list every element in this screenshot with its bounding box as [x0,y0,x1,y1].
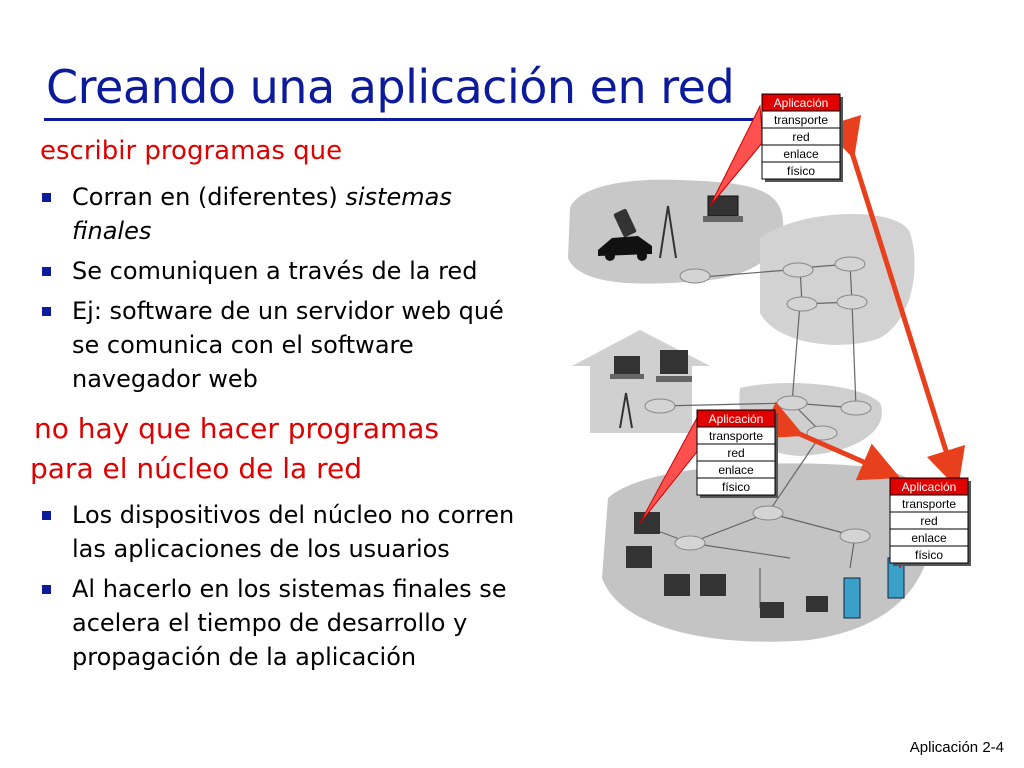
bullet-item: Ej: software de un servidor web qué se c… [40,294,520,396]
protocol-stack-right: Aplicación transporte red enlace físico [889,477,971,566]
stack-layer-box [696,477,776,496]
institutional-devices [626,512,905,619]
stack-layer-label: enlace [718,463,754,477]
connection-arrow [822,114,966,490]
stack-layer-label: físico [787,164,815,178]
page-title: Creando una aplicación en red [46,60,735,114]
laptop-icon [610,374,644,379]
router-icon [679,268,711,284]
bullet-text: Corran en (diferentes) [72,183,346,211]
desktop-computer-icon [660,350,688,374]
bullet-item: Se comuniquen a través de la red [40,254,520,288]
stack-layer-label: transporte [902,497,956,511]
home-devices [610,350,692,429]
stack-layer-label: enlace [783,147,819,161]
router-icon [836,294,868,310]
laptop-icon [614,356,640,374]
cell-tower-icon [659,205,677,259]
bullet-item: Corran en (diferentes) sistemas finales [40,180,520,248]
router-icon [786,296,818,312]
bullet-item: Los dispositivos del núcleo no corren la… [40,498,530,566]
desktop-computer-icon [626,546,652,568]
stack-layer-label: Aplicación [902,480,957,494]
stack-layer-box [889,545,969,564]
stack-layer-label: físico [722,480,750,494]
title-underline [44,118,756,121]
bullet-text: Ej: software de un servidor web qué se c… [72,297,504,393]
desktop-computer-icon [656,376,692,382]
stack-layer-label: transporte [709,429,763,443]
router-icon [776,395,808,411]
cellphone-icon [613,208,637,238]
section2-bullets: Los dispositivos del núcleo no corren la… [40,498,530,680]
stack-layer-label: físico [915,548,943,562]
slide-footer: Aplicación 2-4 [909,739,1004,756]
bullet-text: Se comuniquen a través de la red [72,257,478,285]
bullet-item: Al hacerlo en los sistemas finales se ac… [40,572,530,674]
stack-layer-label: Aplicación [774,96,829,110]
car-wheel-icon [605,251,615,261]
car-icon [598,236,652,256]
router-icon [644,398,676,414]
router-icon [840,400,872,416]
protocol-stack-top: Aplicación transporte red enlace físico [761,93,843,182]
router-icon [782,262,814,278]
stack-layer-label: red [727,446,744,460]
wireless-station-icon [619,392,633,429]
mobile-network-cloud [568,179,784,284]
server-icon [843,577,861,619]
router-icon [834,256,866,272]
desktop-computer-icon [664,574,690,596]
network-diagram: Aplicación transporte red enlace físico Apli… [568,93,971,642]
section1-bullets: Corran en (diferentes) sistemas finales … [40,180,520,402]
bullet-text: Los dispositivos del núcleo no corren la… [72,501,515,563]
stack-layer-label: red [792,130,809,144]
desktop-computer-icon [634,512,660,534]
section2-heading-line2: para el núcleo de la red [30,452,362,485]
router-icon [839,528,871,544]
stack-layer-label: red [920,514,937,528]
stack-layer-label: enlace [911,531,947,545]
laptop-icon [760,602,784,618]
laptop-icon [703,216,743,222]
stack-layer-box [761,161,841,180]
section1-heading: escribir programas que [40,136,343,166]
stack-layer-label: transporte [774,113,828,127]
protocol-stack-left: Aplicación transporte red enlace físico [696,409,778,498]
router-icon [674,535,706,551]
desktop-computer-icon [700,574,726,596]
router-icon [752,505,784,521]
stack-layer-label: Aplicación [709,412,764,426]
laptop-icon [707,195,739,217]
laptop-icon [806,596,828,612]
bullet-emphasis: sistemas finales [72,183,452,245]
mobile-devices [598,195,743,261]
connection-arrow [759,401,901,481]
bullet-text: Al hacerlo en los sistemas finales se ac… [72,575,507,671]
car-wheel-icon [637,251,647,261]
section2-heading-line1: no hay que hacer programas [34,412,440,445]
